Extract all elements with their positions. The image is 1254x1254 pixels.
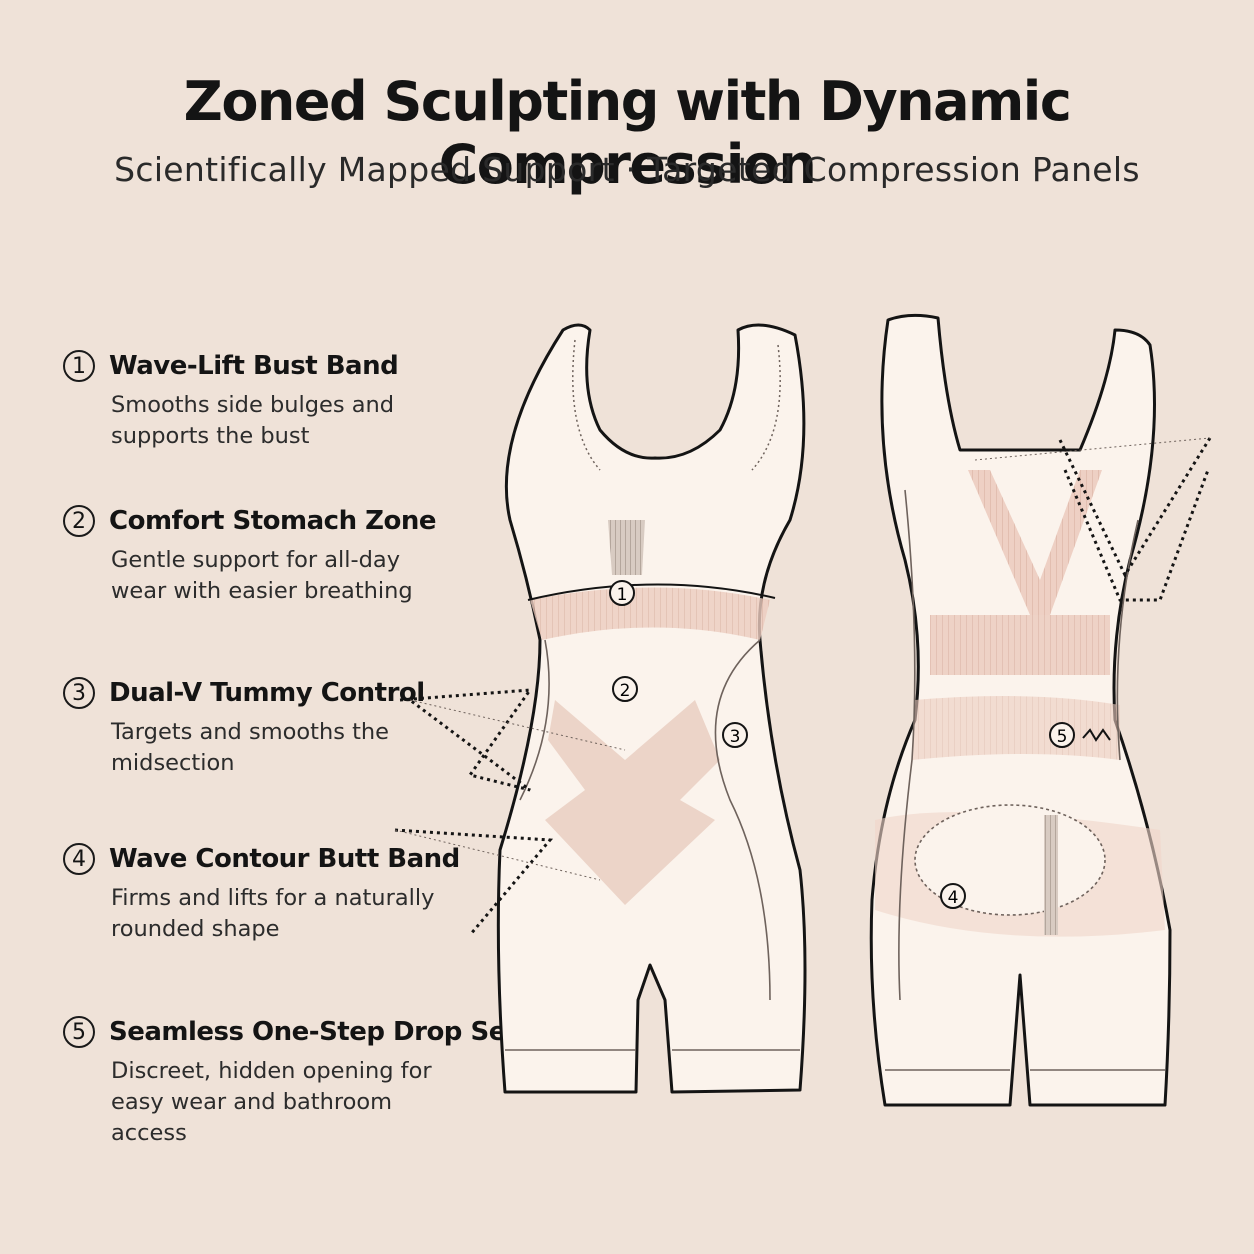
number-3-icon: 3 bbox=[63, 677, 95, 709]
feature-title: Seamless One-Step Drop Seat bbox=[109, 1017, 535, 1047]
page-title: Zoned Sculpting with Dynamic Compression bbox=[183, 70, 1072, 196]
number-1-icon: 1 bbox=[63, 350, 95, 382]
feature-title: Comfort Stomach Zone bbox=[109, 506, 437, 536]
back-marker-4: 4 bbox=[940, 883, 966, 909]
feature-title: Dual-V Tummy Control bbox=[109, 678, 425, 708]
feature-description: Gentle support for all-day wear with eas… bbox=[111, 547, 413, 604]
feature-description: Discreet, hidden opening for easy wear a… bbox=[111, 1058, 432, 1146]
back-view bbox=[869, 313, 1212, 1107]
feature-title: Wave Contour Butt Band bbox=[109, 844, 460, 874]
marker-label: 4 bbox=[948, 888, 959, 908]
front-marker-1: 1 bbox=[609, 580, 635, 606]
front-marker-3: 3 bbox=[722, 722, 748, 748]
front-marker-2: 2 bbox=[612, 676, 638, 702]
feature-description: Firms and lifts for a naturally rounded … bbox=[111, 885, 435, 942]
marker-label: 3 bbox=[730, 727, 741, 747]
number-5-icon: 5 bbox=[63, 1016, 95, 1048]
feature-dual-v-tummy-control: 3 Dual-V Tummy Control Targets and smoot… bbox=[63, 677, 503, 779]
feature-title: Wave-Lift Bust Band bbox=[109, 351, 399, 381]
marker-label: 1 bbox=[617, 585, 628, 605]
page-subtitle: Scientifically Mapped Support · Targeted… bbox=[114, 150, 1140, 189]
wave-icon bbox=[1082, 728, 1111, 742]
feature-wave-contour-butt-band: 4 Wave Contour Butt Band Firms and lifts… bbox=[63, 843, 503, 945]
feature-comfort-stomach-zone: 2 Comfort Stomach Zone Gentle support fo… bbox=[63, 505, 503, 607]
marker-label: 2 bbox=[620, 681, 631, 701]
front-garment-outline bbox=[496, 323, 807, 1094]
feature-description: Targets and smooths the midsection bbox=[111, 719, 390, 776]
number-4-icon: 4 bbox=[63, 843, 95, 875]
feature-wave-lift-bust-band: 1 Wave-Lift Bust Band Smooths side bulge… bbox=[63, 350, 503, 452]
marker-label: 5 bbox=[1057, 727, 1068, 747]
feature-seamless-drop-seat: 5 Seamless One-Step Drop Seat Discreet, … bbox=[63, 1016, 535, 1149]
front-view bbox=[394, 323, 807, 1094]
number-2-icon: 2 bbox=[63, 505, 95, 537]
back-marker-5: 5 bbox=[1049, 722, 1075, 748]
feature-description: Smooths side bulges and supports the bus… bbox=[111, 392, 395, 449]
